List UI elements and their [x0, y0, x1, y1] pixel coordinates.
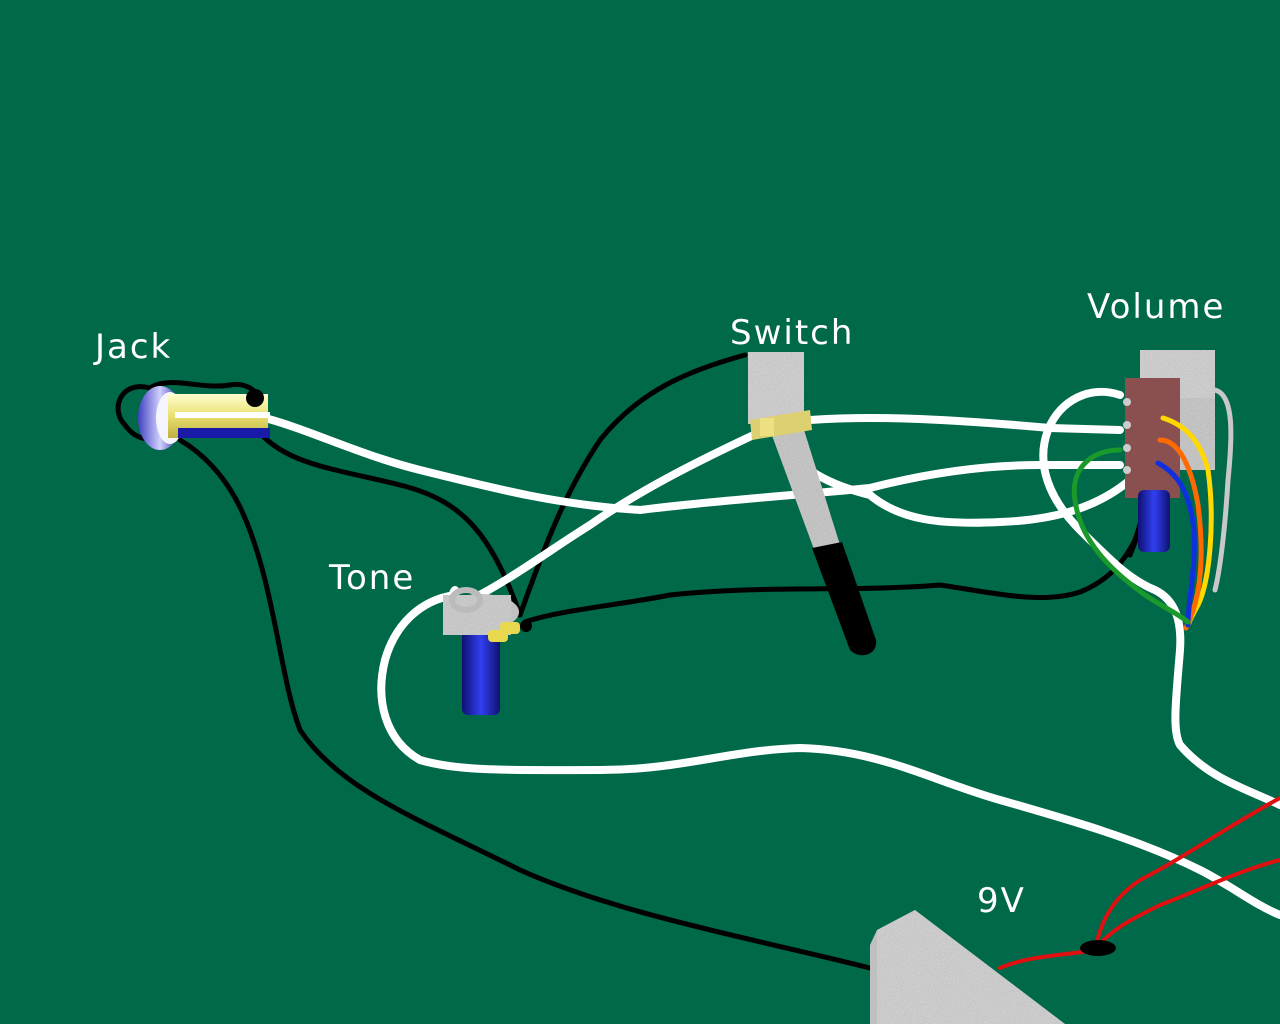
battery-solder-joint [1080, 940, 1116, 956]
jack-label: Jack [95, 327, 173, 367]
white-wire-switch-to-tone [449, 428, 764, 606]
white-wire-jack-to-volume [261, 414, 1124, 514]
white-wire-tone-to-battery [377, 591, 1280, 919]
red-wire-1 [998, 796, 1280, 970]
black-wire-tone-to-switch [517, 352, 748, 618]
orange-wire [1157, 437, 1204, 631]
white-wire-volume-lug-top [806, 414, 1124, 434]
tone-label: Tone [329, 558, 416, 598]
jack-icon [138, 386, 270, 450]
volume-colored-wires [1071, 387, 1234, 631]
green-wire [1071, 447, 1191, 625]
red-wires [998, 796, 1280, 970]
white-wire-volume-loop [1039, 387, 1280, 809]
blue-wire [1155, 460, 1197, 628]
volume-label: Volume [1087, 287, 1226, 327]
switch-label: Switch [730, 313, 855, 353]
red-wire-2 [1093, 858, 1280, 952]
battery-label: 9V [977, 881, 1026, 921]
black-wire-jack-to-tone [259, 432, 523, 618]
potentiometer-icon [443, 587, 532, 715]
toggle-switch-icon [748, 352, 877, 656]
potentiometer-icon [1123, 350, 1215, 552]
black-wire-jack-to-battery [177, 437, 873, 971]
gray-wire [1212, 387, 1234, 593]
black-wires [115, 352, 1155, 971]
battery-9v-icon [870, 910, 1065, 1024]
